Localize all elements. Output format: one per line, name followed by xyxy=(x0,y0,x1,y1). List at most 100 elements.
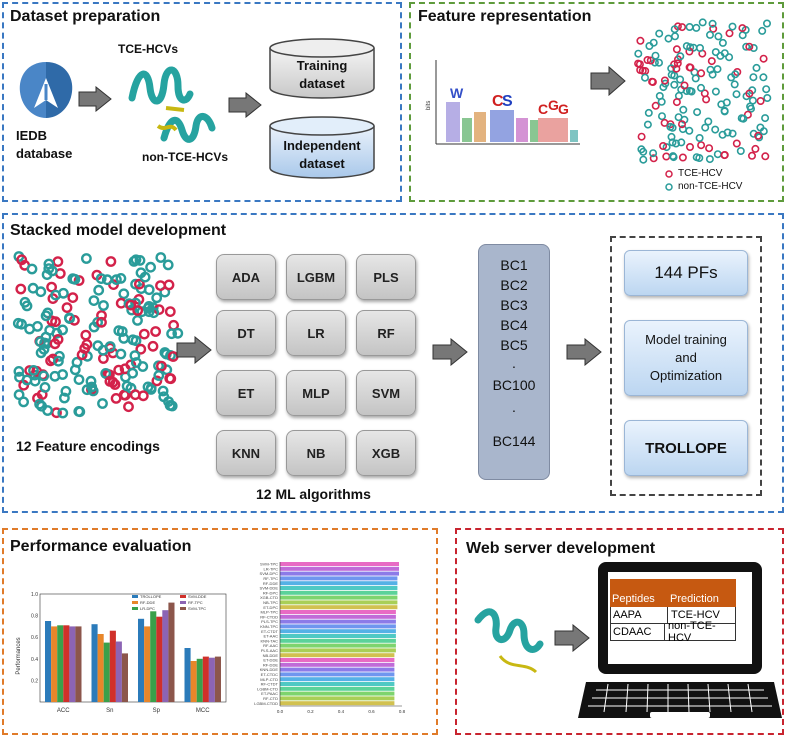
tce-point xyxy=(52,256,64,268)
ranking-label: XGB-CTD xyxy=(260,595,278,600)
base-classifier-column: BC1 BC2 BC3 BC4 BC5 . BC100 . BC144 xyxy=(478,244,550,480)
non-tce-point xyxy=(50,289,62,301)
non-tce-point xyxy=(720,106,729,115)
ranking-label: MLP-CTD xyxy=(260,677,278,682)
algo-nb: NB xyxy=(286,430,346,476)
non-tce-point xyxy=(39,381,51,393)
encoding-ranking-chart: SVM-TPCLR-TPCSVM-DPCRF-TPCRF-DDESVM-DDER… xyxy=(254,562,405,714)
logo-letter-s: S xyxy=(502,93,513,110)
ranking-label: LGBM-CTD xyxy=(257,686,278,691)
tce-point xyxy=(725,29,734,38)
arrow-right-icon xyxy=(228,92,262,118)
non-tce-point xyxy=(118,288,130,300)
non-tce-point xyxy=(670,25,679,34)
non-tce-point xyxy=(692,23,701,32)
non-tce-point xyxy=(649,38,658,47)
ranking-bar xyxy=(280,619,396,624)
ranking-label: SVM-TPC xyxy=(260,562,278,567)
non-tce-point xyxy=(13,389,25,401)
tce-point xyxy=(147,340,159,352)
model-training-line2: and xyxy=(675,350,697,365)
tce-point xyxy=(49,338,61,350)
ranking-label: MLP-TPC xyxy=(260,610,278,615)
non-tce-point xyxy=(695,134,704,143)
non-tce-point xyxy=(674,113,683,122)
tce-point xyxy=(648,77,657,86)
non-tce-point xyxy=(725,53,734,62)
tce-point xyxy=(660,118,669,127)
tce-point xyxy=(16,254,28,266)
non-tce-point xyxy=(143,306,155,318)
arrow-right-icon xyxy=(590,66,626,96)
ranking-bar xyxy=(280,576,398,581)
algo-lgbm: LGBM xyxy=(286,254,346,300)
non-tce-point xyxy=(121,380,133,392)
ranking-bar xyxy=(280,696,395,701)
tce-point xyxy=(163,279,175,291)
non-tce-point xyxy=(60,385,72,397)
perf-bar xyxy=(144,626,151,702)
performance-panel-title: Performance evaluation xyxy=(10,538,192,555)
non-tce-point xyxy=(749,43,758,52)
bc-item: BC4 xyxy=(500,317,528,333)
ranking-label: SVM-DDE xyxy=(260,586,279,591)
tce-point xyxy=(702,95,711,104)
ranking-bar xyxy=(280,566,399,571)
non-tce-point xyxy=(713,65,722,74)
non-tce-point xyxy=(67,273,79,285)
tce-point xyxy=(697,69,706,78)
arrow-right-icon xyxy=(554,624,590,652)
non-tce-point xyxy=(162,259,174,271)
algo-dt: DT xyxy=(216,310,276,356)
non-tce-point xyxy=(143,284,155,296)
independent-dataset-cylinder-icon xyxy=(269,116,375,179)
panel-dataset-preparation xyxy=(2,2,402,202)
non-tce-point xyxy=(34,398,46,410)
perf-legend-swatch xyxy=(132,601,138,604)
perf-bar xyxy=(109,630,116,702)
encodings-label: 12 Feature encodings xyxy=(16,438,160,454)
perf-bar xyxy=(121,653,128,702)
algo-rf: RF xyxy=(356,310,416,356)
logo-letter-c1: C xyxy=(492,93,504,110)
prediction-cell: TCE-HCV xyxy=(671,609,720,621)
non-tce-point xyxy=(127,367,139,379)
perf-bar xyxy=(196,658,203,702)
ranking-bar xyxy=(280,682,395,686)
non-tce-point xyxy=(664,34,673,43)
perf-bar xyxy=(75,626,82,702)
ranking-label: ET-AAC xyxy=(264,634,279,639)
ranking-bar xyxy=(280,624,396,629)
training-dataset-line2: dataset xyxy=(299,76,345,91)
tce-point xyxy=(151,375,163,387)
non-tce-point xyxy=(12,317,24,329)
perf-bar xyxy=(150,611,157,702)
perf-x-tick: Sn xyxy=(106,708,113,714)
panel-feature-representation xyxy=(409,2,784,202)
algo-et: ET xyxy=(216,370,276,416)
perf-legend-label: RF-TPC xyxy=(188,600,203,605)
ranking-label: KNN-TPC xyxy=(260,624,278,629)
perf-legend-swatch xyxy=(180,601,186,604)
perf-y-tick: 0.4 xyxy=(31,657,38,663)
ranking-bar xyxy=(280,686,395,691)
non-tce-point xyxy=(682,42,691,51)
non-tce-point xyxy=(711,87,720,96)
non-tce-point xyxy=(708,19,717,28)
svg-text:bits: bits xyxy=(426,101,432,110)
perf-y-tick: 0.6 xyxy=(31,635,38,641)
non-tce-point xyxy=(732,90,741,99)
non-tce-point xyxy=(637,145,646,154)
non-tce-point xyxy=(153,370,165,381)
tce-point xyxy=(164,306,176,317)
non-tce-point xyxy=(32,321,43,332)
tce-point xyxy=(47,353,59,365)
non-tce-point xyxy=(129,350,141,362)
web-peptide-structure-icon xyxy=(474,608,544,674)
ranking-x-tick: 0.6 xyxy=(368,709,375,714)
non-tce-point xyxy=(742,42,751,51)
tce-point xyxy=(759,54,768,63)
non-tce-point xyxy=(100,368,112,379)
tce-point xyxy=(672,98,681,107)
encodings-scatter-plot xyxy=(12,251,184,419)
